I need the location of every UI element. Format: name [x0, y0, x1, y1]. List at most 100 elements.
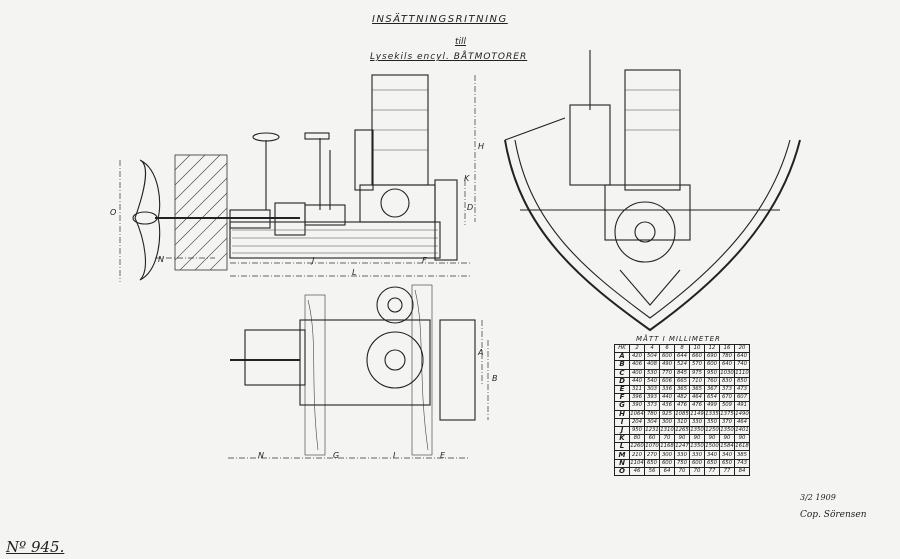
table-cell: 90	[674, 434, 690, 444]
table-cell: 1310	[659, 425, 675, 436]
table-cell: 640	[734, 352, 750, 362]
table-cell: 1260	[629, 442, 645, 452]
table-cell: 473	[734, 384, 750, 395]
table-cell: 400	[629, 368, 645, 378]
table-cell: 367	[704, 384, 720, 395]
dim-label: G	[333, 451, 340, 460]
dim-label: N	[258, 451, 264, 460]
table-cell: 204	[629, 417, 645, 427]
table-cell: 1231	[644, 425, 660, 436]
table-cell: 396	[629, 393, 645, 403]
table-cell: 311	[629, 384, 645, 395]
table-cell: 476	[689, 401, 705, 411]
dim-label: H	[478, 142, 485, 151]
table-cell: 464	[734, 417, 750, 427]
table-cell: 84	[734, 466, 750, 477]
table-cell: 393	[644, 393, 660, 403]
table-cell: 491	[734, 401, 750, 411]
table-cell: 330	[689, 417, 705, 427]
table-cell: 780	[719, 352, 735, 362]
table-cell: 650	[704, 458, 720, 468]
table-cell: 780	[644, 409, 660, 419]
fuel-tank	[569, 104, 611, 186]
table-cell: 406	[629, 360, 645, 370]
table-cell: 1104	[629, 458, 645, 468]
table-cell: 1335	[704, 409, 720, 419]
table-cell: 70	[674, 466, 690, 477]
drawing-till: till	[455, 37, 467, 47]
dim-label: N	[158, 255, 164, 264]
table-cell: 1168	[659, 442, 675, 452]
table-cell: 1085	[674, 409, 690, 419]
table-cell: 373	[719, 384, 735, 395]
table-cell: 70	[659, 434, 675, 444]
table-cell: 1247	[674, 442, 690, 452]
table-cell: 482	[674, 393, 690, 403]
table-cell: 340	[719, 450, 735, 460]
table-cell: 1375	[719, 409, 735, 419]
table-cell: 660	[689, 352, 705, 362]
table-cell: 56	[644, 466, 660, 477]
table-cell: 490	[659, 360, 675, 370]
table-cell: 390	[629, 401, 645, 411]
table-cell: 303	[644, 384, 660, 395]
table-cell: 925	[659, 409, 675, 419]
table-cell: 1618	[734, 442, 750, 452]
engine-bed	[229, 221, 441, 259]
table-cell: 1030	[719, 368, 735, 378]
table-cell: 300	[659, 450, 675, 460]
table-cell: 600	[704, 360, 720, 370]
table-cell: 950	[629, 425, 645, 436]
table-cell: 270	[644, 450, 660, 460]
dim-label: K	[464, 174, 470, 183]
table-cell: 464	[689, 393, 705, 403]
signature-date: 3/2 1909	[800, 493, 836, 502]
dim-label: O	[110, 208, 117, 217]
table-cell: 476	[674, 401, 690, 411]
table-cell: 440	[629, 376, 645, 386]
table-cell: 1064	[629, 409, 645, 419]
drawing-subtitle: Lysekils encyl. BÅTMOTORER	[370, 52, 528, 62]
steering-wheel	[252, 132, 280, 142]
table-caption: MÅTT I MILLIMETER	[636, 335, 721, 343]
table-cell: 975	[689, 368, 705, 378]
table-cell: 654	[704, 393, 720, 403]
dim-label: J	[312, 256, 315, 265]
end-view	[504, 50, 801, 332]
table-cell: 540	[644, 376, 660, 386]
row-key: B	[614, 360, 630, 370]
table-cell: 1110	[734, 368, 750, 378]
signature: Cop. Sörensen	[800, 510, 867, 520]
table-cell: 373	[644, 401, 660, 411]
table-cell: 310	[674, 417, 690, 427]
table-cell: 1149	[689, 409, 705, 419]
table-cell: 1265	[674, 425, 690, 436]
table-cell: 950	[704, 368, 720, 378]
table-cell: 570	[689, 360, 705, 370]
table-cell: 850	[734, 376, 750, 386]
table-cell: 330	[674, 450, 690, 460]
table-cell: 600	[689, 458, 705, 468]
table-cell: 509	[719, 401, 735, 411]
table-cell: 408	[644, 360, 660, 370]
table-cell: 606	[659, 376, 675, 386]
end-flywheel	[614, 201, 676, 263]
table-cell: 1350	[689, 425, 705, 436]
table-cell: 1500	[704, 442, 720, 452]
table-cell: 640	[719, 360, 735, 370]
row-key: O	[614, 466, 630, 477]
drawing-title: INSÄTTNINGSRITNING	[372, 14, 508, 25]
flywheel	[434, 179, 458, 261]
table-header-cell: 6	[659, 343, 675, 354]
table-cell: 710	[689, 376, 705, 386]
